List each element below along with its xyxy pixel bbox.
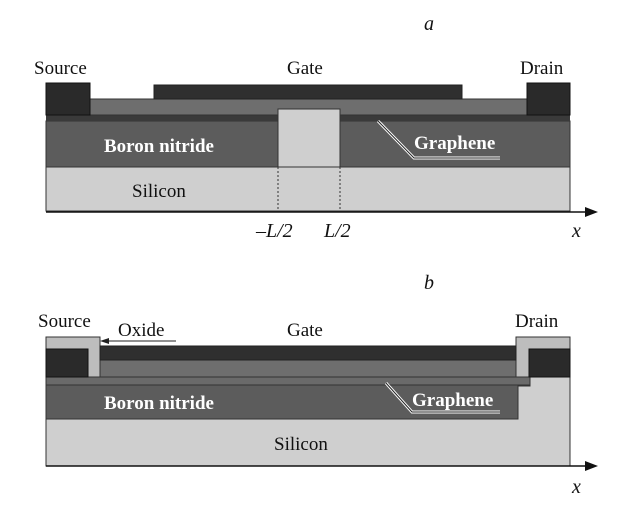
- panel-a: a Source Gate Drain Boron nit: [34, 13, 598, 242]
- boron-nitride-label: Boron nitride: [104, 136, 214, 157]
- drain-contact: [528, 348, 571, 378]
- oxide-label: Oxide: [118, 320, 164, 341]
- oxide-pointer-arrow: [100, 338, 109, 344]
- silicon-gap-front: [277, 108, 341, 168]
- minus-half-l-label: –L/2: [255, 220, 293, 242]
- graphene-pointer: [377, 120, 500, 159]
- drain-contact: [526, 82, 571, 116]
- drain-label: Drain: [515, 311, 559, 332]
- plus-half-l-label: L/2: [323, 220, 351, 242]
- drain-label: Drain: [520, 58, 564, 79]
- x-axis-arrow: [585, 461, 598, 471]
- gate-electrode: [153, 84, 463, 100]
- source-label: Source: [34, 58, 87, 79]
- x-axis-label: x: [571, 476, 581, 498]
- top-dielectric: [99, 359, 517, 378]
- graphene-label: Graphene: [414, 133, 495, 154]
- panel-b: b Source Oxide Gate Drain Boron nit: [38, 272, 598, 498]
- silicon-label: Silicon: [274, 434, 328, 455]
- boron-nitride-left: [45, 120, 279, 168]
- gate-label: Gate: [287, 320, 323, 341]
- graphene-right: [340, 115, 570, 121]
- gate-label: Gate: [287, 58, 323, 79]
- graphene-label: Graphene: [412, 390, 493, 411]
- x-axis-arrow: [585, 207, 598, 217]
- graphene-left: [46, 115, 278, 121]
- silicon-label: Silicon: [132, 181, 186, 202]
- panel-a-label: a: [424, 13, 434, 35]
- source-contact: [45, 82, 91, 116]
- panel-b-label: b: [424, 272, 434, 294]
- silicon-layer: [45, 166, 571, 212]
- source-contact: [45, 348, 89, 378]
- graphene-pointer: [385, 382, 500, 413]
- x-axis-label: x: [571, 220, 581, 242]
- gate-electrode: [99, 345, 517, 361]
- boron-nitride-label: Boron nitride: [104, 393, 214, 414]
- graphene-layer: [45, 376, 531, 386]
- source-label: Source: [38, 311, 91, 332]
